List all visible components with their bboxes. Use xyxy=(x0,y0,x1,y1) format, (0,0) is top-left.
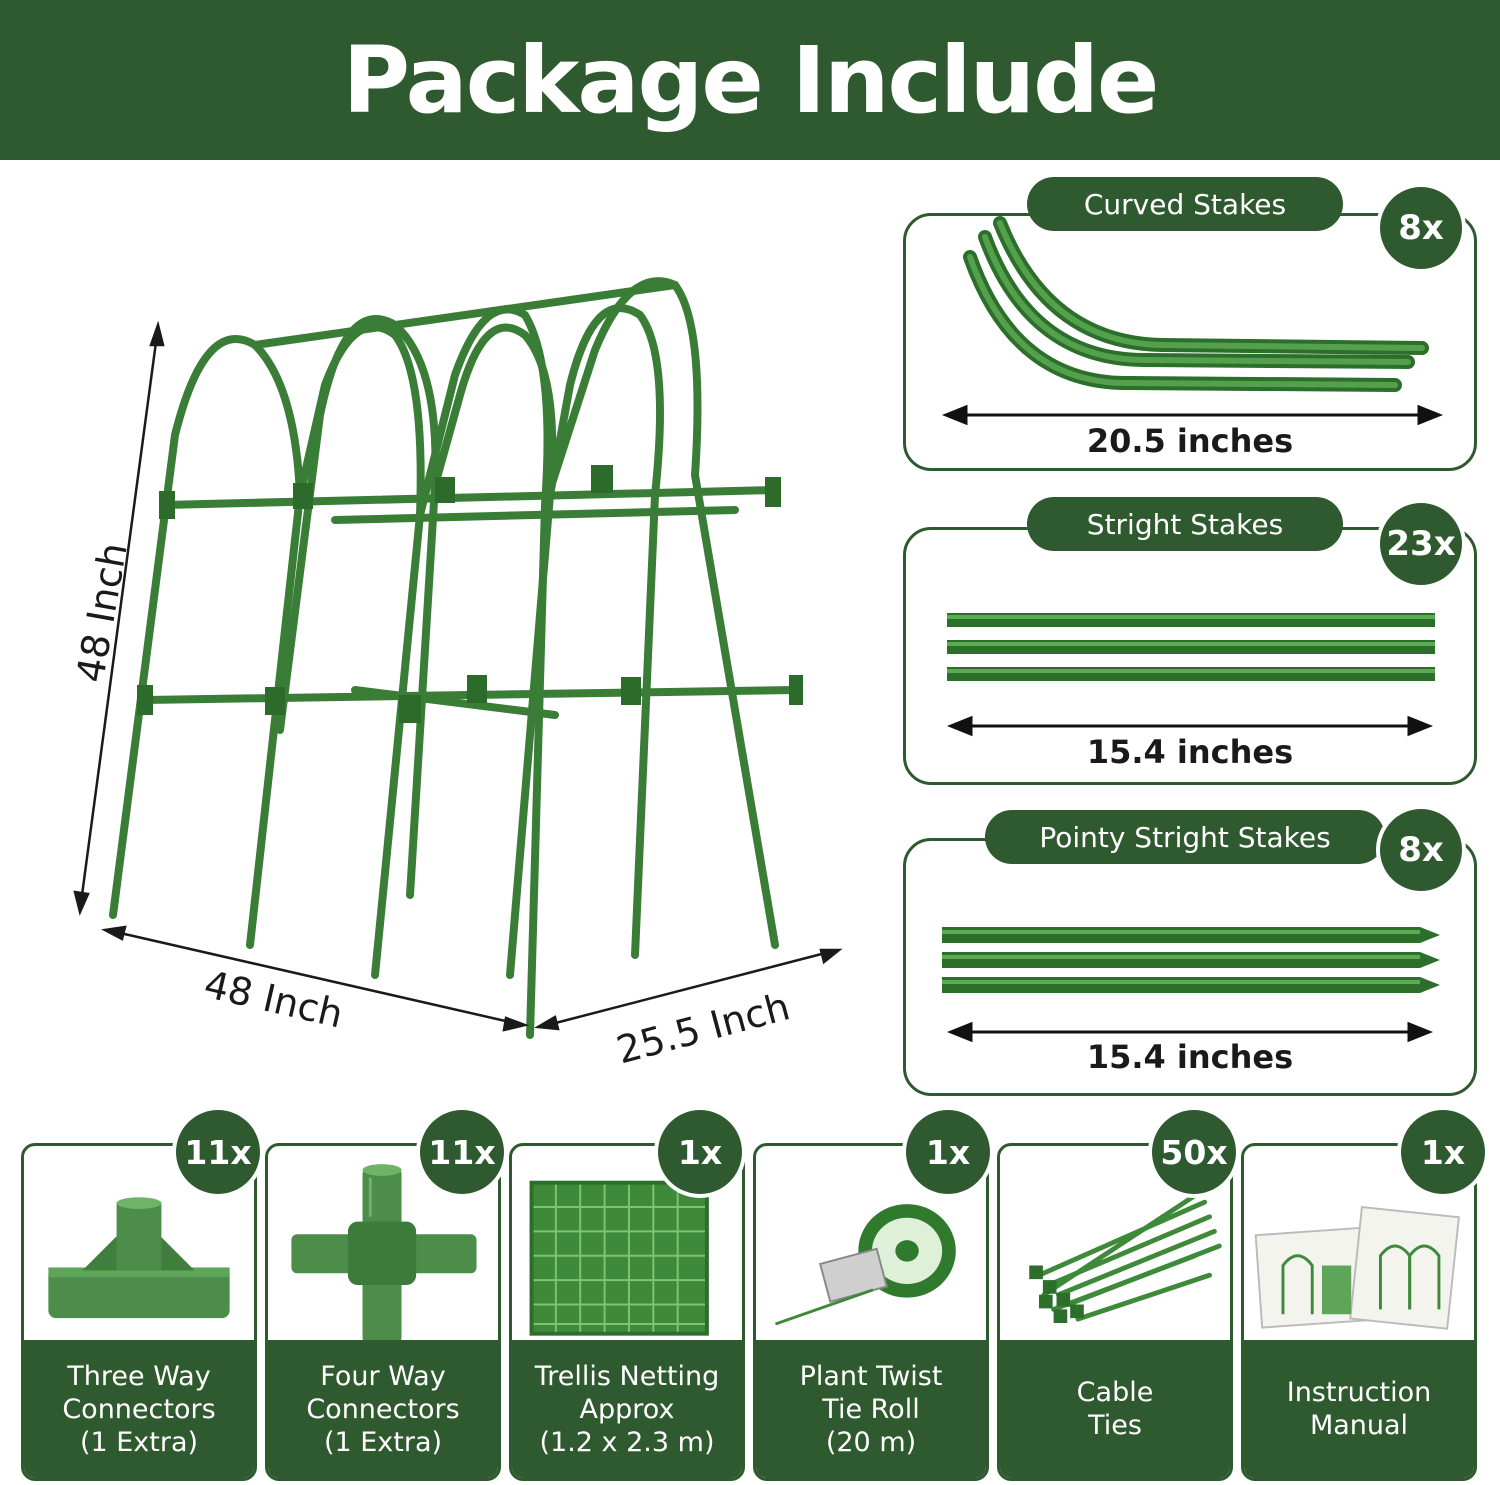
item-label-line-2: Connectors xyxy=(62,1393,216,1425)
item-label-box: Four Way Connectors (1 Extra) xyxy=(268,1340,498,1478)
item-qty-badge: 1x xyxy=(902,1106,994,1198)
four-way-connector-icon xyxy=(291,1164,477,1344)
item-label-line-1: Instruction xyxy=(1286,1377,1432,1408)
item-label-line-2: Approx xyxy=(579,1393,675,1425)
item-label-line-1: Trellis Netting xyxy=(534,1360,720,1392)
manual-icon xyxy=(1254,1206,1460,1330)
item-label-box: Instruction Manual xyxy=(1244,1340,1474,1478)
item-qty-badge: 1x xyxy=(1397,1106,1489,1198)
header-banner: Package Include xyxy=(0,0,1500,160)
item-card-three-way-connectors: Three Way Connectors (1 Extra) xyxy=(21,1143,257,1481)
item-label-line-1: Plant Twist xyxy=(799,1360,943,1392)
item-card-tie-roll: Plant Twist Tie Roll (20 m) xyxy=(753,1143,989,1481)
item-label-line-3: (1 Extra) xyxy=(79,1426,199,1458)
item-label-line-1: Cable xyxy=(1076,1377,1154,1408)
item-qty-badge: 1x xyxy=(654,1106,746,1198)
item-qty-badge: 50x xyxy=(1148,1106,1240,1198)
straight-stakes-label: Stright Stakes xyxy=(1027,497,1343,551)
item-card-instruction-manual: Instruction Manual xyxy=(1241,1143,1477,1481)
item-label-box: Cable Ties xyxy=(1000,1340,1230,1478)
item-card-cable-ties: Cable Ties xyxy=(997,1143,1233,1481)
three-way-connector-icon xyxy=(48,1197,230,1319)
pointy-stakes-qty-badge: 8x xyxy=(1376,805,1466,895)
straight-stakes-qty-badge: 23x xyxy=(1376,499,1466,589)
item-label-line-1: Four Way xyxy=(320,1360,446,1392)
trellis-illustration xyxy=(73,277,843,1039)
item-label-box: Plant Twist Tie Roll (20 m) xyxy=(756,1340,986,1478)
page-title: Package Include xyxy=(342,26,1160,134)
cable-ties-icon xyxy=(1029,1189,1222,1323)
pointy-stakes-icon xyxy=(942,927,1440,1043)
item-card-trellis-netting: Trellis Netting Approx (1.2 x 2.3 m) xyxy=(509,1143,745,1481)
pointy-stakes-label: Pointy Stright Stakes xyxy=(985,810,1385,864)
item-label-line-2: Ties xyxy=(1088,1410,1142,1441)
curved-stakes-label: Curved Stakes xyxy=(1027,177,1343,231)
tie-roll-icon xyxy=(775,1204,956,1326)
item-label-line-3: (1 Extra) xyxy=(323,1426,443,1458)
item-card-four-way-connectors: Four Way Connectors (1 Extra) xyxy=(265,1143,501,1481)
curved-stakes-measure: 20.5 inches xyxy=(1086,422,1294,460)
item-label-line-2: Connectors xyxy=(306,1393,460,1425)
item-label-line-2: Manual xyxy=(1309,1410,1409,1441)
straight-stakes-icon xyxy=(946,613,1435,737)
item-qty-badge: 11x xyxy=(416,1106,508,1198)
netting-icon xyxy=(529,1180,709,1336)
item-label-box: Trellis Netting Approx (1.2 x 2.3 m) xyxy=(512,1340,742,1478)
item-label-box: Three Way Connectors (1 Extra) xyxy=(24,1340,254,1478)
straight-stakes-measure: 15.4 inches xyxy=(1086,733,1294,771)
pointy-stakes-measure: 15.4 inches xyxy=(1086,1038,1294,1076)
item-label-line-2: Tie Roll xyxy=(822,1393,920,1425)
item-qty-badge: 11x xyxy=(172,1106,264,1198)
curved-stakes-icon xyxy=(941,216,1444,426)
item-label-line-3: (1.2 x 2.3 m) xyxy=(539,1426,715,1458)
curved-stakes-qty-badge: 8x xyxy=(1376,183,1466,273)
item-label-line-3: (20 m) xyxy=(825,1426,917,1458)
item-label-line-1: Three Way xyxy=(67,1360,211,1392)
